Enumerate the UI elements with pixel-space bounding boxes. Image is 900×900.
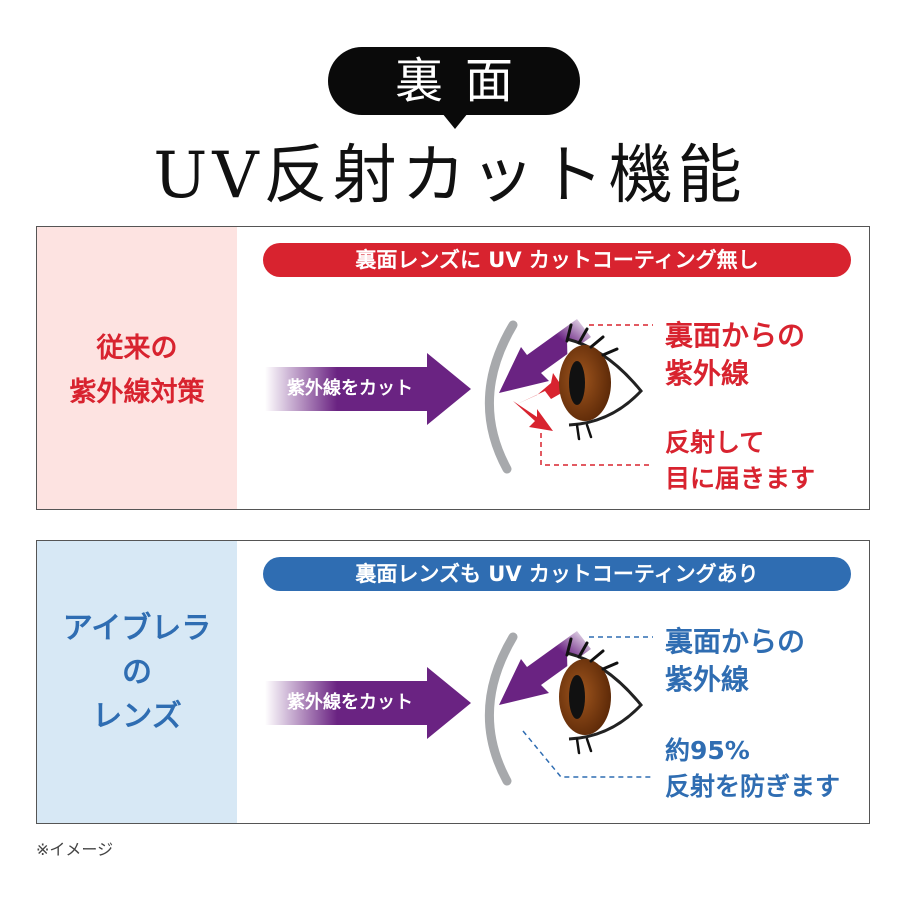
panel-eyebrella: アイブレラ の レンズ 裏面レンズも UV カットコーティングあり (36, 540, 870, 824)
uv-cut-label: 紫外線をカット (287, 692, 413, 713)
header-badge: 裏面 (328, 47, 580, 115)
callout-line: 反射を防ぎます (665, 772, 841, 801)
panel-label-line: の (122, 655, 152, 690)
header-badge-tail (442, 113, 468, 129)
lens-icon (484, 320, 518, 474)
callout-line: 反射して (665, 428, 765, 457)
uv-cut-label: 紫外線をカット (287, 378, 413, 399)
callout-line: 紫外線 (665, 357, 750, 390)
protection-diagram (265, 631, 653, 786)
panel-label-line: 紫外線対策 (69, 377, 205, 408)
callout-line: 目に届きます (665, 464, 816, 493)
reflection-arrow-down (513, 401, 553, 431)
callout-line: 約95% (665, 736, 750, 765)
lens-icon (484, 632, 518, 786)
uv-incoming-arrow (265, 667, 471, 739)
panel-label: アイブレラ の レンズ (37, 607, 237, 739)
callout-line: 裏面からの (665, 319, 806, 352)
panel-conventional: 従来の 紫外線対策 裏面レンズに UV カットコーティング無し (36, 226, 870, 510)
status-pill: 裏面レンズも UV カットコーティングあり (263, 557, 851, 591)
panel-label-line: レンズ (92, 699, 182, 734)
reflection-arrow-up (515, 373, 565, 405)
status-pill: 裏面レンズに UV カットコーティング無し (263, 243, 851, 277)
footnote: ※イメージ (36, 840, 114, 859)
eye-icon (559, 323, 643, 441)
uv-incoming-arrow (265, 353, 471, 425)
callout-back-uv: 裏面からの 紫外線 (665, 317, 805, 393)
eye-icon (559, 637, 643, 755)
panel-label: 従来の 紫外線対策 (37, 327, 237, 415)
callout-line: 紫外線 (665, 663, 750, 696)
callout-line: 裏面からの (665, 625, 806, 658)
panel-label-area: アイブレラ の レンズ (37, 541, 237, 823)
panel-label-line: アイブレラ (62, 611, 212, 646)
panel-label-line: 従来の (96, 333, 178, 364)
callout-line-bottom (522, 730, 653, 778)
panel-label-area: 従来の 紫外線対策 (37, 227, 237, 509)
main-title: UV反射カット機能 (153, 139, 747, 213)
callout-result: 反射して 目に届きます (665, 425, 815, 497)
callout-line-bottom (540, 433, 653, 466)
callout-result: 約95% 反射を防ぎます (665, 733, 840, 805)
reflection-diagram (265, 319, 653, 474)
callout-back-uv: 裏面からの 紫外線 (665, 623, 805, 699)
